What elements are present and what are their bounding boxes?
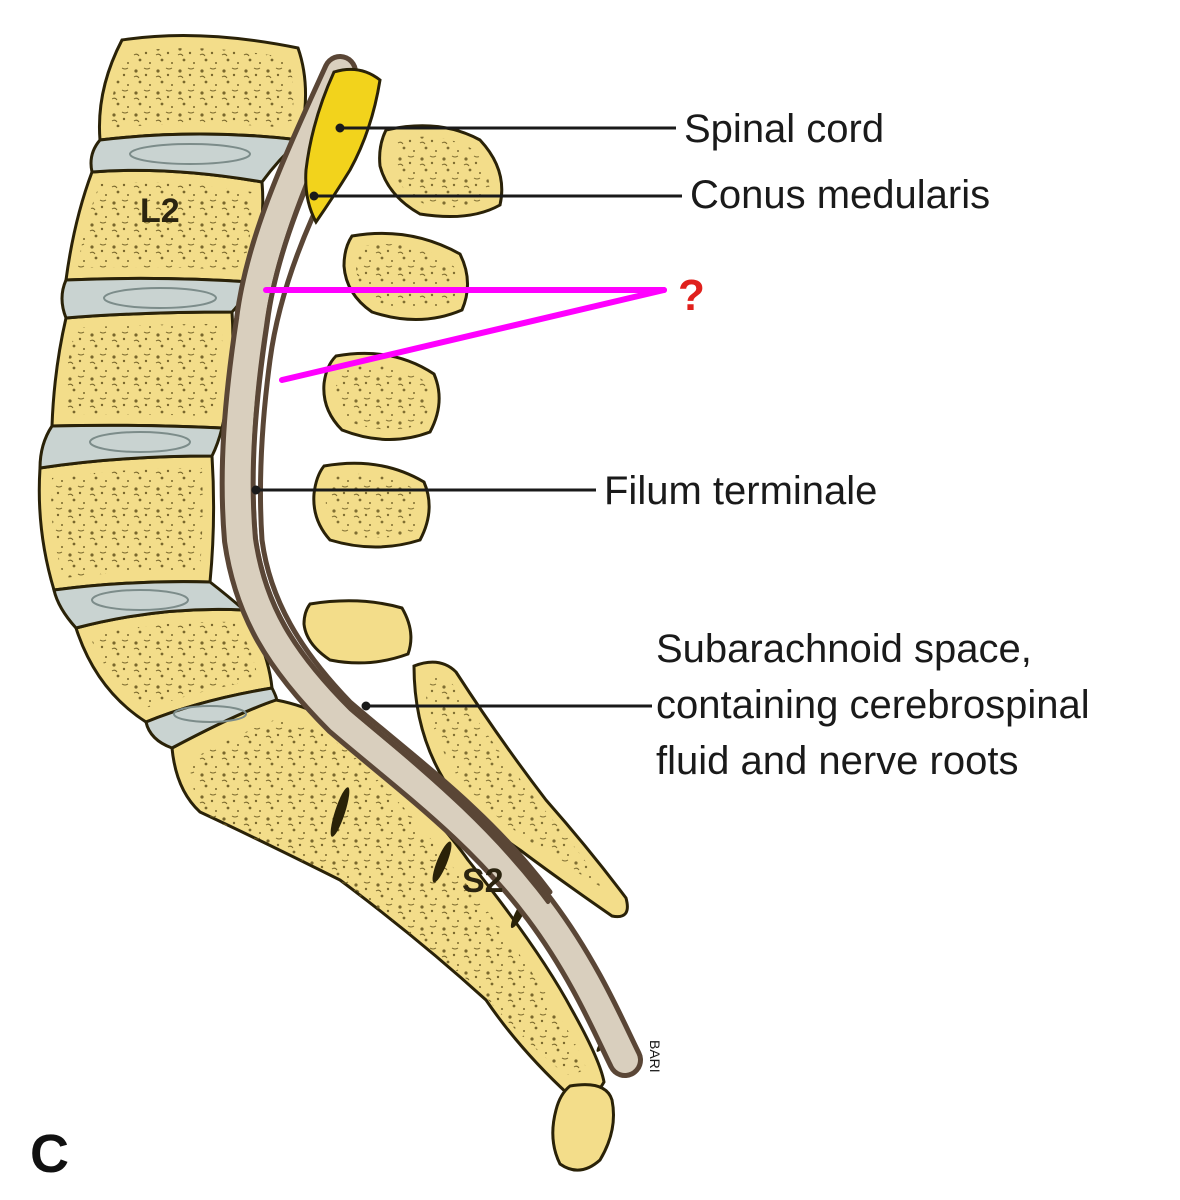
disc-rings <box>89 143 251 723</box>
question-pointer-lower <box>279 287 667 383</box>
leader-lines <box>251 123 682 711</box>
filum-strand <box>257 177 553 895</box>
label-filum-terminale: Filum terminale <box>604 469 877 513</box>
spinous-process-5 <box>302 599 413 665</box>
panel-letter: C <box>30 1124 69 1184</box>
spinal-cord <box>304 67 382 225</box>
artist-signature: BARI <box>647 1040 663 1073</box>
vertebra-label-s2: S2 <box>462 862 504 900</box>
label-subarachnoid-line-1: Subarachnoid space, <box>656 627 1032 671</box>
dural-sac <box>219 54 643 1078</box>
csf-space <box>224 59 638 1073</box>
label-subarachnoid-line-3: fluid and nerve roots <box>656 739 1018 783</box>
label-question-mark: ? <box>678 271 705 320</box>
disc-l1-l2 <box>89 132 304 184</box>
label-conus-medullaris: Conus medularis <box>690 173 990 217</box>
disc-l2-l3 <box>60 276 253 320</box>
disc-l5-s1 <box>144 686 278 750</box>
bone-texture <box>51 48 586 1075</box>
label-spinal-cord: Spinal cord <box>684 107 884 151</box>
label-subarachnoid-line-2: containing cerebrospinal <box>656 683 1090 727</box>
question-pointer <box>263 287 667 383</box>
nerve-root-strand <box>251 78 550 904</box>
coccyx <box>551 1083 615 1172</box>
vertebra-label-l2: L2 <box>140 192 180 230</box>
